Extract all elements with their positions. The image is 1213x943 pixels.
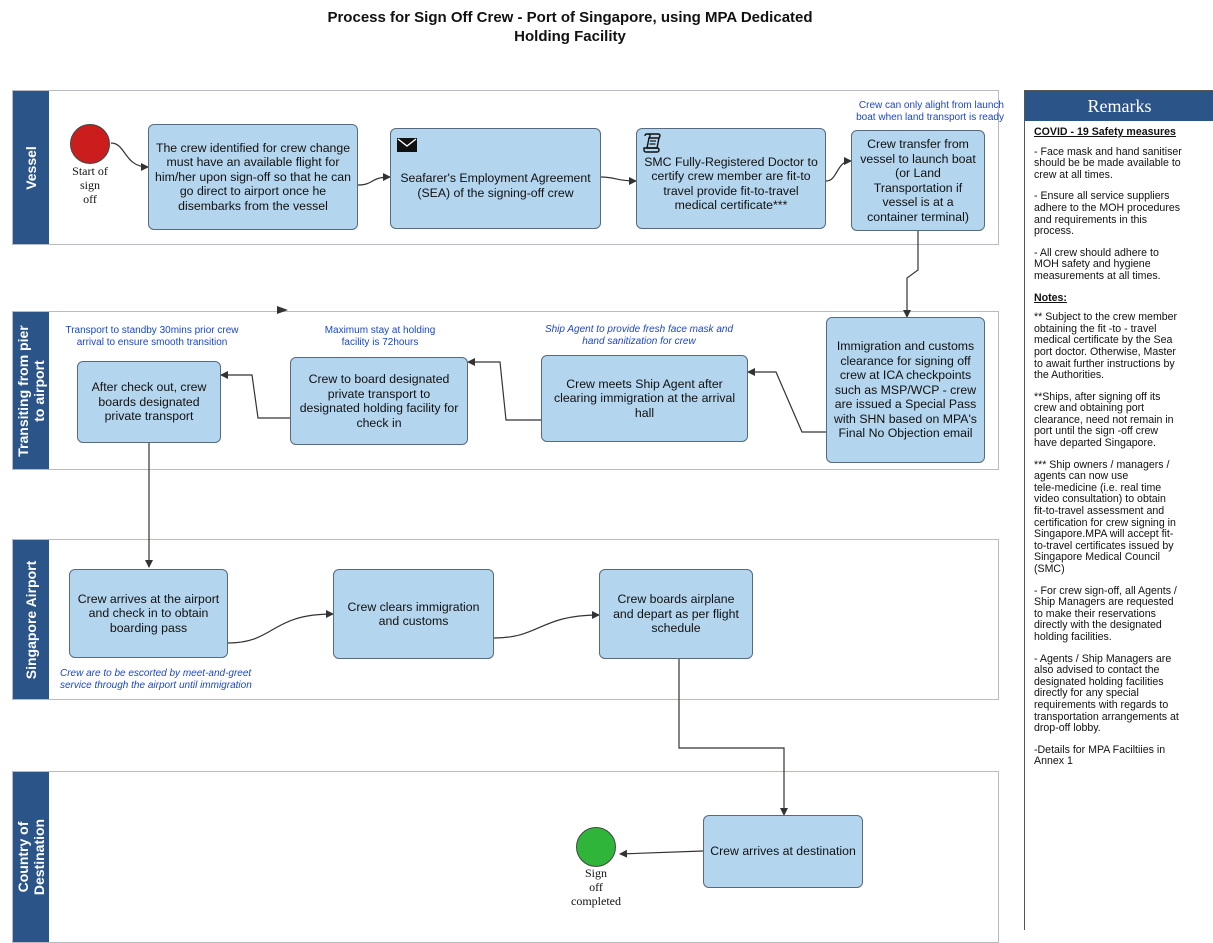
note-max-stay: Maximum stay at holding facility is 72ho… [324,325,436,348]
covid-item: - Ensure all service suppliers adhere to… [1034,190,1181,238]
remarks-body: COVID - 19 Safety measures - Face mask a… [1025,121,1213,768]
flow-direction-arrowhead [277,306,288,314]
task-immigration-clearance: Immigration and customs clearance for si… [826,317,985,463]
task-launch-boat-transfer: Crew transfer from vessel to launch boat… [851,130,985,231]
note-escort: Crew are to be escorted by meet-and-gree… [60,668,252,691]
lane-label-airport: Singapore Airport [13,540,49,699]
envelope-icon [397,138,417,152]
end-event-label: Sign off completed [571,866,621,908]
note-item: ** Subject to the crew member obtaining … [1034,311,1178,382]
task-check-out-transport: After check out, crew boards designated … [77,361,221,443]
task-meet-ship-agent: Crew meets Ship Agent after clearing imm… [541,355,748,442]
start-event-label: Start of sign off [72,164,108,206]
note-item: - Agents / Ship Managers are also advise… [1034,652,1179,735]
task-smc-doctor: SMC Fully-Registered Doctor to certify c… [636,128,826,229]
task-board-airplane: Crew boards airplane and depart as per f… [599,569,753,659]
note-face-mask: Ship Agent to provide fresh face mask an… [544,324,734,347]
lane-label-transit: Transiting from pier to airport [13,312,49,469]
task-sea-document: Seafarer's Employment Agreement (SEA) of… [390,128,601,229]
task-clear-immigration: Crew clears immigration and customs [333,569,494,659]
task-arrive-destination: Crew arrives at destination [703,815,863,888]
remarks-title: Remarks [1025,91,1213,121]
note-launch-boat: Crew can only alight from launch boat wh… [856,100,1004,123]
covid-item: - All crew should adhere to MOH safety a… [1034,246,1161,282]
task-arrive-airport: Crew arrives at the airport and check in… [69,569,228,658]
certificate-scroll-icon [643,133,661,153]
note-transport-standby: Transport to standby 30mins prior crew a… [65,325,239,348]
page-title: Process for Sign Off Crew - Port of Sing… [327,9,813,45]
covid-item: - Face mask and hand sanitiser should be… [1034,145,1182,181]
note-item: **Ships, after signing off its crew and … [1034,390,1174,450]
lane-label-destination: Country of Destination [13,772,49,942]
lane-label-vessel: Vessel [13,91,49,244]
notes-heading: Notes: [1034,291,1067,304]
covid-heading: COVID - 19 Safety measures [1034,126,1176,138]
note-item: -Details for MPA Faciltiies in Annex 1 [1034,743,1166,768]
note-item: *** Ship owners / managers / agents can … [1034,458,1176,575]
task-board-private-transport: Crew to board designated private transpo… [290,357,468,445]
remarks-panel: Remarks COVID - 19 Safety measures - Fac… [1024,90,1213,930]
note-item: - For crew sign-off, all Agents / Ship M… [1034,584,1177,643]
start-event [70,124,110,164]
end-event [576,827,616,867]
task-flight-availability: The crew identified for crew change must… [148,124,358,230]
